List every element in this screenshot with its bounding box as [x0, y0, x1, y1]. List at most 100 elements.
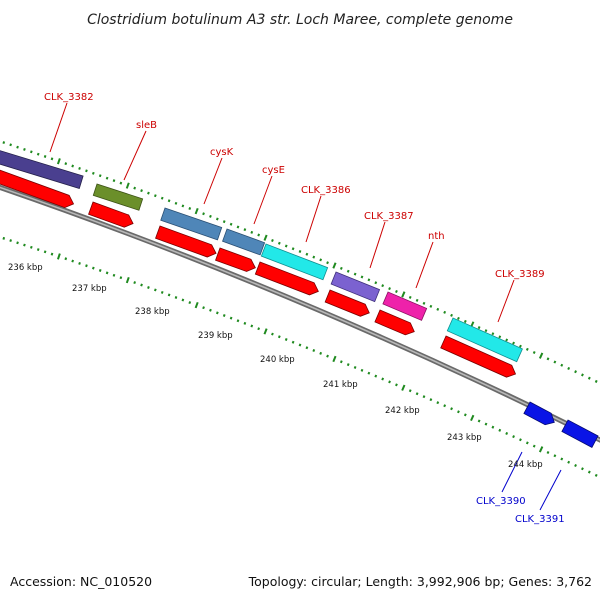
kbp-label: 242 kbp [385, 406, 420, 416]
tick-mark [91, 266, 95, 270]
gene-track [0, 149, 523, 363]
tick-mark [332, 262, 337, 269]
tick-mark [16, 241, 19, 245]
tick-mark [587, 376, 591, 380]
reverse-strand-track [523, 401, 599, 448]
tick-mark [194, 301, 199, 309]
tick-mark [326, 354, 329, 358]
tick-mark [560, 363, 564, 367]
tick-mark [477, 419, 481, 423]
tick-mark [560, 457, 564, 461]
cds-arrow-clk3389[interactable] [440, 335, 518, 380]
tick-mark [429, 398, 433, 402]
tick-mark [140, 189, 143, 193]
tick-mark [546, 451, 550, 455]
cds-arrow-sleb[interactable] [88, 201, 136, 230]
cds-strand-track [0, 167, 518, 380]
gene-label-clk3390[interactable]: CLK_3390 [476, 496, 526, 507]
tick-mark [574, 463, 577, 468]
tick-mark [9, 239, 12, 243]
tick-mark [36, 248, 40, 252]
tick-mark [209, 214, 212, 218]
cds-arrow-cysk[interactable] [155, 225, 219, 259]
gene-label-sleb[interactable]: sleB [136, 120, 157, 131]
gene-label-cysk[interactable]: cysK [210, 147, 234, 158]
tick-mark [160, 196, 164, 200]
tick-mark [567, 366, 571, 370]
tick-mark [532, 351, 536, 355]
cds-arrow-cyse[interactable] [215, 247, 258, 274]
tick-mark [36, 152, 40, 156]
tick-mark [257, 233, 261, 237]
tick-mark [23, 148, 26, 151]
gene-box-clk3389[interactable] [446, 317, 523, 363]
tick-mark [326, 261, 329, 265]
tick-mark [339, 266, 343, 270]
tick-mark [23, 243, 26, 247]
cds-arrow-clk3387[interactable] [324, 289, 372, 319]
tick-mark [581, 373, 584, 377]
tick-mark [512, 435, 515, 439]
tick-mark [188, 301, 192, 305]
kbp-label: 236 kbp [8, 263, 43, 273]
tick-mark [153, 194, 157, 198]
tick-mark [43, 250, 47, 254]
tick-mark [257, 327, 261, 331]
tick-mark [250, 230, 254, 234]
kbp-label: 244 kbp [508, 460, 543, 470]
tick-mark [436, 401, 440, 405]
tick-mark [305, 346, 309, 350]
tick-mark [181, 298, 185, 302]
reverse-arrow-clk3390[interactable] [523, 401, 557, 428]
tick-mark [519, 438, 522, 442]
tick-mark [243, 321, 247, 325]
tick-mark [525, 441, 529, 445]
tick-mark [91, 171, 95, 175]
tick-mark [491, 332, 495, 336]
gene-box-clk3386[interactable] [260, 243, 329, 281]
tick-mark [505, 338, 509, 342]
tick-mark [298, 250, 302, 253]
gene-box-cysk[interactable] [160, 207, 223, 241]
tick-mark [360, 275, 364, 279]
gene-box-clk3382[interactable] [0, 149, 84, 189]
tick-mark [140, 283, 143, 287]
kbp-label: 239 kbp [198, 331, 233, 341]
tick-mark [422, 301, 426, 305]
tick-mark [305, 252, 309, 256]
gene-box-clk3387[interactable] [330, 271, 381, 303]
tick-mark [484, 422, 488, 426]
tick-mark [284, 338, 288, 341]
gene-box-cyse[interactable] [222, 228, 266, 256]
gene-label-nth[interactable]: nth [428, 231, 445, 242]
tick-mark [395, 290, 398, 294]
tick-mark [263, 234, 268, 241]
gene-box-sleb[interactable] [92, 183, 144, 211]
tick-mark [78, 166, 81, 170]
gene-label-clk3391[interactable]: CLK_3391 [515, 514, 565, 525]
tick-mark [538, 446, 544, 453]
gene-label-clk3389[interactable]: CLK_3389 [495, 269, 545, 280]
gene-box-nth[interactable] [382, 291, 428, 321]
gene-label-clk3387[interactable]: CLK_3387 [364, 211, 414, 222]
tick-mark [133, 281, 137, 285]
tick-mark [64, 162, 68, 166]
reverse-arrow-clk3391[interactable] [561, 419, 599, 448]
cds-arrow-nth[interactable] [374, 309, 417, 338]
kbp-label: 240 kbp [260, 355, 295, 365]
tick-mark [374, 281, 378, 285]
tick-mark [243, 228, 247, 232]
tick-mark [250, 324, 254, 328]
gene-label-clk3386[interactable]: CLK_3386 [301, 185, 351, 196]
cds-arrow-clk3382[interactable] [0, 167, 76, 210]
tick-mark [236, 319, 240, 323]
gene-label-clk3382[interactable]: CLK_3382 [44, 92, 94, 103]
cds-arrow-clk3386[interactable] [254, 261, 320, 297]
tick-mark [594, 379, 598, 383]
tick-mark [222, 220, 226, 224]
tick-mark [9, 143, 12, 147]
gene-label-cyse[interactable]: cysE [262, 165, 285, 176]
tick-mark [16, 145, 19, 149]
tick-mark [470, 414, 475, 422]
